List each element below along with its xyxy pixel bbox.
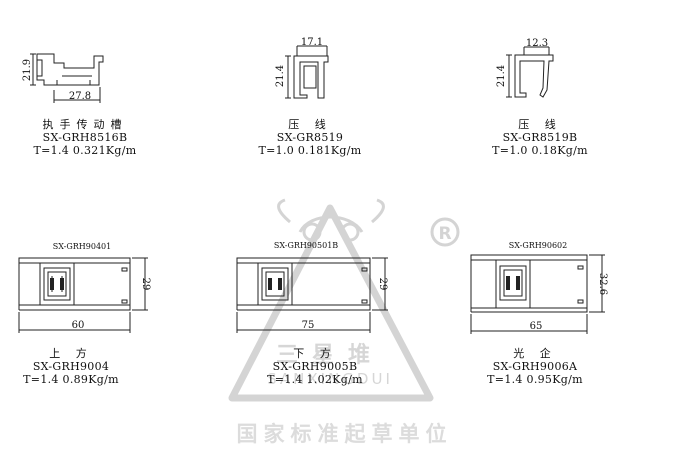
profile-name-3: 压 线 — [518, 118, 562, 131]
dim-width-1: 27.8 — [69, 91, 91, 102]
profile-spec-1: T=1.4 0.321Kg/m — [33, 144, 137, 157]
profile-spec-3: T=1.0 0.18Kg/m — [492, 144, 588, 157]
profile-code-1: SX-GRH8516B — [42, 131, 128, 144]
dim-height-6: 32.6 — [597, 273, 608, 295]
profile-name-2: 压 线 — [288, 118, 332, 131]
profile-spec-2: T=1.0 0.181Kg/m — [258, 144, 362, 157]
profile-code-4: SX-GRH9004 — [32, 360, 110, 373]
dim-width-2: 17.1 — [301, 37, 323, 48]
profile-name-5: 下 方 — [293, 347, 337, 360]
profile-label-6: SX-GRH90602 — [509, 241, 567, 250]
profile-caption-2: 压 线 SX-GR8519 T=1.0 0.181Kg/m — [245, 118, 375, 157]
dim-width-4: 60 — [72, 320, 85, 331]
profile-caption-6: 光 企 SX-GRH9006A T=1.4 0.95Kg/m — [470, 347, 600, 386]
profile-spec-6: T=1.4 0.95Kg/m — [487, 373, 583, 386]
dim-height-1: 21.9 — [22, 59, 33, 81]
profile-caption-5: 下 方 SX-GRH9005B T=1.4 1.02Kg/m — [245, 347, 385, 386]
dim-width-5: 75 — [302, 320, 315, 331]
profile-spec-5: T=1.4 1.02Kg/m — [267, 373, 363, 386]
dim-width-3: 12.3 — [526, 38, 548, 49]
watermark-chinese: 三星堆 — [276, 343, 384, 368]
profile-caption-3: 压 线 SX-GR8519B T=1.0 0.18Kg/m — [470, 118, 610, 157]
dim-height-3: 21.4 — [496, 65, 507, 87]
profile-caption-4: 上 方 SX-GRH9004 T=1.4 0.89Kg/m — [6, 347, 136, 386]
profile-name-4: 上 方 — [49, 347, 93, 360]
dim-height-4: 29 — [140, 278, 151, 291]
profile-name-6: 光 企 — [513, 347, 557, 360]
dim-width-6: 65 — [530, 321, 543, 332]
dim-height-5: 29 — [377, 278, 388, 291]
footer-watermark-text: 国家标准起草单位 — [236, 422, 453, 446]
profile-code-3: SX-GR8519B — [502, 131, 578, 144]
profile-label-5: SX-GRH90501B — [274, 241, 338, 250]
dim-height-2: 21.4 — [275, 65, 286, 87]
profile-code-6: SX-GRH9006A — [492, 360, 578, 373]
registered-mark: R — [430, 217, 460, 247]
watermark-pinyin: SANXINGDUI — [267, 370, 393, 388]
profile-spec-4: T=1.4 0.89Kg/m — [23, 373, 119, 386]
profile-code-5: SX-GRH9005B — [272, 360, 358, 373]
profile-code-2: SX-GR8519 — [276, 131, 344, 144]
registered-symbol: R — [438, 224, 451, 244]
profile-label-4: SX-GRH90401 — [53, 242, 111, 251]
profile-caption-1: 执手传动槽 SX-GRH8516B T=1.4 0.321Kg/m — [20, 118, 150, 157]
profile-name-1: 执手传动槽 — [42, 118, 128, 131]
